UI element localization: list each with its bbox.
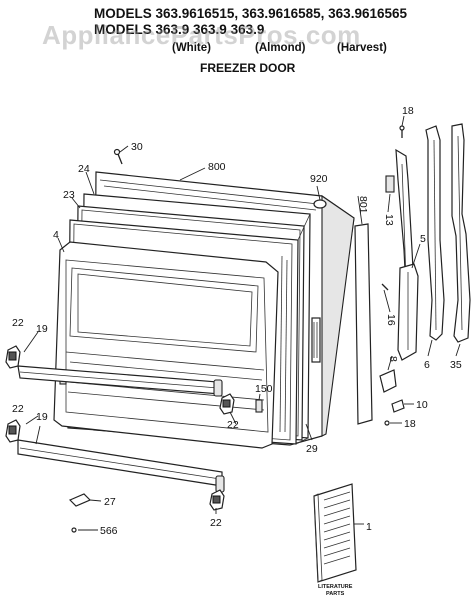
door-liner	[53, 241, 279, 449]
callout-23: 23	[63, 189, 75, 201]
callout-800: 800	[208, 161, 226, 173]
callout-22-bottom: 22	[210, 517, 222, 529]
door-bracket-5	[397, 263, 419, 361]
literature-parts-booklet	[313, 483, 357, 583]
leader-lines	[23, 115, 461, 531]
door-shelf-upper	[17, 365, 223, 397]
washer-10	[391, 399, 405, 413]
screw-566	[71, 527, 77, 533]
callout-22-left-upper: 22	[12, 317, 24, 329]
callout-35: 35	[450, 359, 462, 371]
color-label-almond: (Almond)	[255, 42, 306, 54]
door-trim-35	[451, 123, 471, 343]
callout-150: 150	[255, 383, 273, 395]
part-27	[68, 493, 92, 507]
shelf-bracket-right-upper	[219, 393, 235, 415]
part-150	[255, 399, 263, 413]
callout-10: 10	[416, 399, 428, 411]
door-trim-6	[425, 125, 445, 341]
callout-5: 5	[420, 233, 426, 245]
callout-18-upper: 18	[402, 105, 414, 117]
callout-4: 4	[53, 229, 59, 241]
callout-18-lower: 18	[404, 418, 416, 430]
callout-801: 801	[357, 196, 369, 214]
screw-18-lower	[384, 420, 390, 426]
callout-30: 30	[131, 141, 143, 153]
callout-16: 16	[385, 314, 397, 326]
door-shelf-lower	[17, 439, 225, 493]
callout-6: 6	[424, 359, 430, 371]
watermark: AppliancePartsPros.com	[42, 20, 361, 50]
callout-24: 24	[78, 163, 90, 175]
color-label-white: (White)	[172, 42, 211, 54]
callout-29: 29	[306, 443, 318, 455]
callout-27: 27	[104, 496, 116, 508]
callout-8: 8	[387, 356, 399, 362]
callout-19-upper: 19	[36, 323, 48, 335]
color-label-harvest: (Harvest)	[337, 42, 387, 54]
callout-920: 920	[310, 173, 328, 185]
literature-label-1: LITERATURE	[318, 584, 353, 590]
magnetic-strip-801	[354, 223, 373, 425]
clip-13	[385, 175, 395, 193]
callout-13: 13	[383, 214, 395, 226]
screw-18-upper	[399, 125, 405, 138]
shelf-bracket-left-upper	[5, 345, 21, 369]
literature-label-2: PARTS	[326, 591, 345, 597]
plug-920	[313, 199, 327, 209]
screw-30	[113, 148, 123, 165]
stop-8	[379, 369, 397, 393]
diagram-title: FREEZER DOOR	[200, 61, 296, 75]
screw-16	[381, 283, 389, 291]
shelf-bracket-left-lower	[5, 419, 21, 443]
shelf-bracket-right-lower	[209, 489, 225, 511]
callout-22-right-upper: 22	[227, 419, 239, 431]
callout-1: 1	[366, 521, 372, 533]
callout-19-lower: 19	[36, 411, 48, 423]
models-line-2: MODELS 363.9 363.9 363.9	[94, 22, 265, 37]
models-line-1: MODELS 363.9616515, 363.9616585, 363.961…	[94, 6, 407, 21]
callout-566: 566	[100, 525, 118, 537]
callout-22-left-lower: 22	[12, 403, 24, 415]
